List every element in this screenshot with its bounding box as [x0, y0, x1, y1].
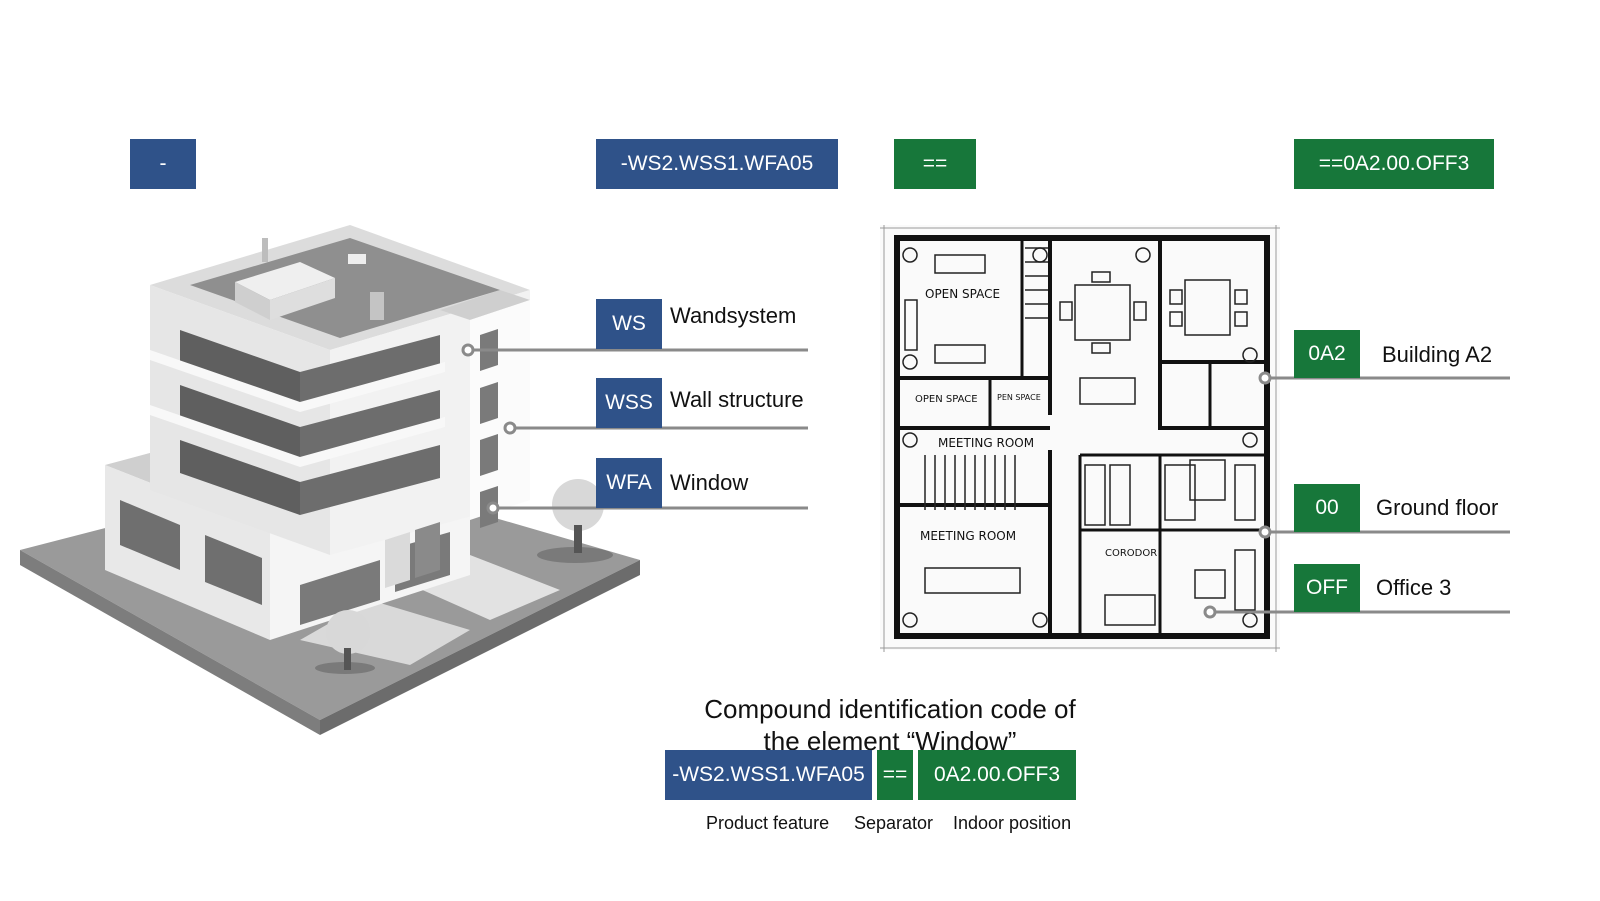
room-label-open-space-2: OPEN SPACE	[915, 394, 978, 405]
aspect-code-wfa: WFA	[596, 458, 662, 508]
product-prefix-badge: -	[130, 139, 196, 189]
location-code-00: 00	[1294, 484, 1360, 532]
room-label-meeting-room-1: MEETING ROOM	[938, 436, 1034, 450]
label-separator: Separator	[854, 813, 934, 833]
compound-location-code: 0A2.00.OFF3	[918, 750, 1076, 800]
room-label-open-space-3: PEN SPACE	[997, 393, 1041, 402]
location-label-building: Building A2	[1382, 342, 1493, 367]
aspect-code-ws: WS	[596, 299, 662, 349]
compound-caption-line1: Compound identification code of	[704, 694, 1076, 724]
label-indoor-position: Indoor position	[953, 813, 1072, 833]
location-label-office: Office 3	[1376, 575, 1452, 600]
room-label-open-space-1: OPEN SPACE	[925, 287, 1000, 301]
aspect-label-wfa: Window	[670, 470, 749, 495]
compound-separator: ==	[877, 750, 913, 800]
compound-product-code: -WS2.WSS1.WFA05	[665, 750, 872, 800]
location-code-0a2: 0A2	[1294, 330, 1360, 378]
room-label-corridor: CORODOR	[1105, 548, 1157, 559]
location-code-off: OFF	[1294, 564, 1360, 612]
location-prefix-badge: ==	[894, 139, 976, 189]
product-code-badge: -WS2.WSS1.WFA05	[596, 139, 838, 189]
location-code-badge: ==0A2.00.OFF3	[1294, 139, 1494, 189]
compound-caption: Compound identification code of the elem…	[660, 693, 1120, 757]
room-label-meeting-room-2: MEETING ROOM	[920, 529, 1016, 543]
aspect-label-ws: Wandsystem	[670, 303, 797, 328]
location-label-floor: Ground floor	[1376, 495, 1499, 520]
label-product-feature: Product feature	[706, 813, 830, 833]
aspect-label-wss: Wall structure	[670, 387, 804, 412]
aspect-code-wss: WSS	[596, 378, 662, 428]
